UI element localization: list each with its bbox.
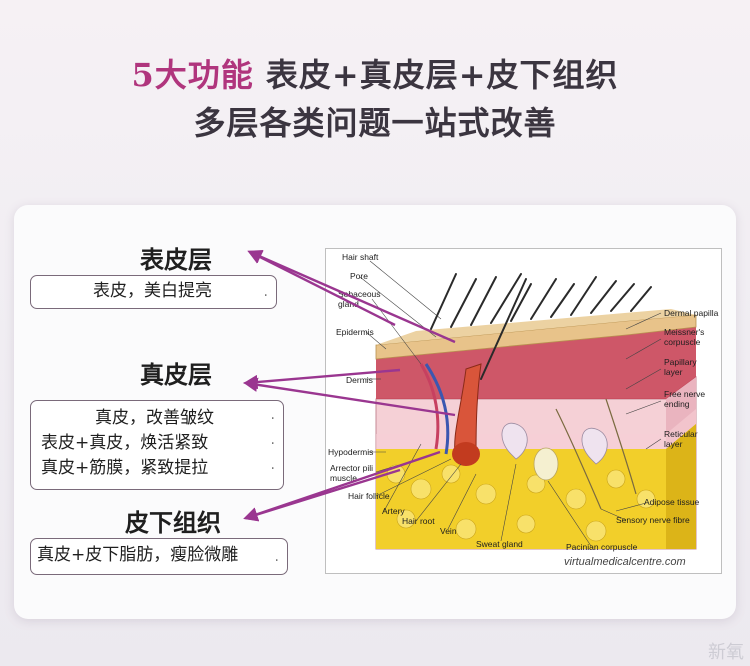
label-sensory-nerve-fibre: Sensory nerve fibre: [616, 515, 690, 525]
headline-rest: 表皮+真皮层+皮下组织: [265, 56, 619, 94]
label-sebaceous-gland: Sebaceous gland: [338, 289, 381, 309]
label-adipose-tissue: Adipose tissue: [644, 497, 700, 507]
subcutaneous-item: 真皮+皮下脂肪，瘦脸微雕: [37, 545, 239, 565]
dermis-item-1: 真皮，改善皱纹: [95, 408, 214, 428]
diagram-credit: virtualmedicalcentre.com: [564, 556, 686, 568]
label-pacinian-corpuscle: Pacinian corpuscle: [566, 542, 638, 552]
label-papillary-layer: Papillary layer: [664, 357, 697, 377]
label-artery: Artery: [382, 506, 405, 516]
label-meissners-corpuscle: Meissner's corpuscle: [664, 327, 705, 347]
label-free-nerve-ending: Free nerve ending: [664, 389, 706, 409]
dot-marker: ·: [263, 288, 268, 304]
label-dermis: Dermis: [346, 375, 373, 385]
dot-marker: ·: [270, 461, 275, 477]
label-hypodermis: Hypodermis: [328, 447, 374, 457]
headline-line-1: 5大功能 表皮+真皮层+皮下组织: [0, 50, 750, 96]
headline-line-2: 多层各类问题一站式改善: [193, 104, 557, 142]
label-hair-shaft: Hair shaft: [342, 252, 379, 262]
label-epidermis: Epidermis: [336, 327, 374, 337]
epidermis-box: 表皮，美白提亮 ·: [30, 275, 277, 309]
skin-cross-section: [359, 260, 697, 550]
label-pore: Pore: [350, 271, 368, 281]
layer-title-dermis: 真皮层: [140, 360, 212, 389]
label-hair-root: Hair root: [402, 516, 435, 526]
label-reticular-layer: Reticular layer: [664, 429, 698, 449]
dermis-box: 真皮，改善皱纹 表皮+真皮，焕活紧致 真皮+筋膜，紧致提拉 · · ·: [30, 400, 284, 490]
label-vein: Vein: [440, 526, 457, 536]
dot-marker: ·: [274, 553, 279, 569]
dot-marker: ·: [270, 411, 275, 427]
dermis-item-2: 表皮+真皮，焕活紧致: [41, 433, 209, 453]
skin-diagram: Hair shaft Pore Sebaceous gland Epidermi…: [325, 248, 722, 574]
subcutaneous-box: 真皮+皮下脂肪，瘦脸微雕 ·: [30, 538, 288, 575]
label-dermal-papilla: Dermal papilla: [664, 308, 719, 318]
epidermis-item: 表皮，美白提亮: [93, 281, 212, 301]
label-arrector-pili-muscle: Arrector pili muscle: [330, 463, 373, 483]
dot-marker: ·: [270, 436, 275, 452]
headline-accent: 5大功能: [131, 56, 254, 94]
layer-title-subcutaneous: 皮下组织: [125, 508, 221, 537]
label-hair-follicle: Hair follicle: [348, 491, 390, 501]
watermark: 新氧: [708, 642, 744, 663]
dermis-item-3: 真皮+筋膜，紧致提拉: [41, 458, 209, 478]
layer-title-epidermis: 表皮层: [140, 245, 212, 274]
label-sweat-gland: Sweat gland: [476, 539, 523, 549]
